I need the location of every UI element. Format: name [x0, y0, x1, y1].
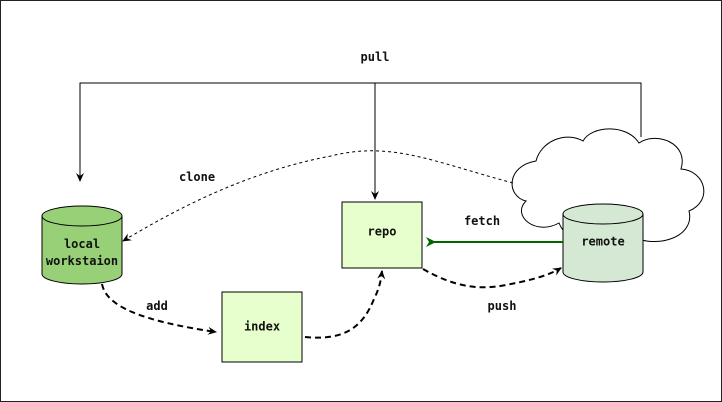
local-label-line1: local [63, 237, 101, 251]
local-workstation-label: local workstaion [46, 236, 118, 270]
push-edge [422, 267, 562, 289]
add-label: add [146, 299, 168, 313]
index-label: index [243, 319, 281, 334]
local-workstation-node [41, 205, 123, 285]
fetch-label: fetch [463, 214, 501, 228]
commit-edge [304, 270, 386, 339]
add-edge [101, 283, 217, 335]
repo-node [341, 201, 423, 269]
index-node [221, 291, 303, 363]
local-label-line2: workstaion [45, 254, 119, 268]
remote-label: remote [581, 234, 625, 249]
remote-node [562, 203, 644, 283]
pull-label: pull [360, 50, 390, 64]
clone-edge [122, 150, 514, 242]
repo-label: repo [367, 224, 397, 239]
cloud-shape [511, 128, 705, 246]
clone-label: clone [178, 170, 216, 184]
pull-edge [76, 82, 642, 200]
push-label: push [487, 299, 517, 313]
